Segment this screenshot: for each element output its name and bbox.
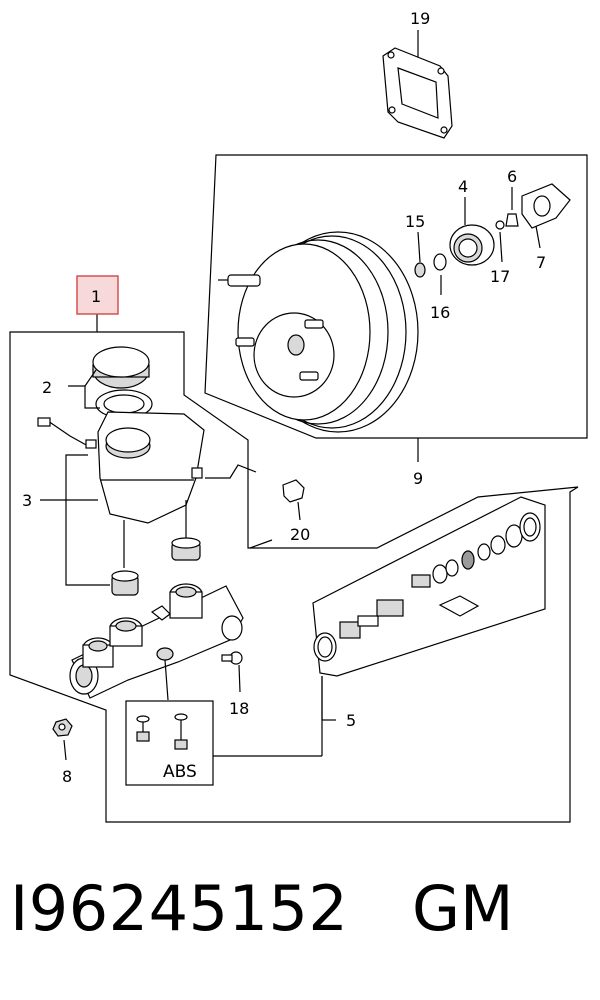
- callout-9: 9: [413, 469, 423, 488]
- callout-19: 19: [410, 9, 430, 28]
- clip-part: [249, 479, 305, 549]
- callout-1-highlight: [76, 275, 119, 315]
- callout-2: 2: [42, 378, 52, 397]
- nut-part: [52, 718, 73, 761]
- callout-15: 15: [405, 212, 425, 231]
- footer: I96245152 GM: [0, 872, 600, 962]
- callout-7: 7: [536, 253, 546, 272]
- master-cylinder-frame: [9, 314, 579, 823]
- callout-1: 1: [91, 287, 101, 306]
- callout-16: 16: [430, 303, 450, 322]
- booster-seal-parts: [414, 183, 571, 295]
- callout-3: 3: [22, 491, 32, 510]
- reservoir-cap-part: [68, 346, 153, 419]
- gasket-part: [382, 30, 453, 139]
- brake-booster-part: [218, 231, 419, 433]
- master-cylinder-body-part: [69, 583, 244, 701]
- grommet-parts: [65, 500, 201, 596]
- callout-5: 5: [346, 711, 356, 730]
- callout-20: 20: [290, 525, 310, 544]
- part-number: I96245152: [10, 872, 349, 945]
- abs-label: ABS: [163, 762, 197, 782]
- callout-6: 6: [507, 167, 517, 186]
- fluid-reservoir-part: [37, 411, 257, 524]
- abs-parts-box: [125, 676, 323, 786]
- callout-8: 8: [62, 767, 72, 786]
- callout-4: 4: [458, 177, 468, 196]
- brand-name: GM: [412, 872, 514, 945]
- screw-part: [221, 651, 243, 693]
- booster-group-frame: [204, 154, 588, 462]
- callout-17: 17: [490, 267, 510, 286]
- repair-kit-frame: [312, 496, 546, 721]
- callout-18: 18: [229, 699, 249, 718]
